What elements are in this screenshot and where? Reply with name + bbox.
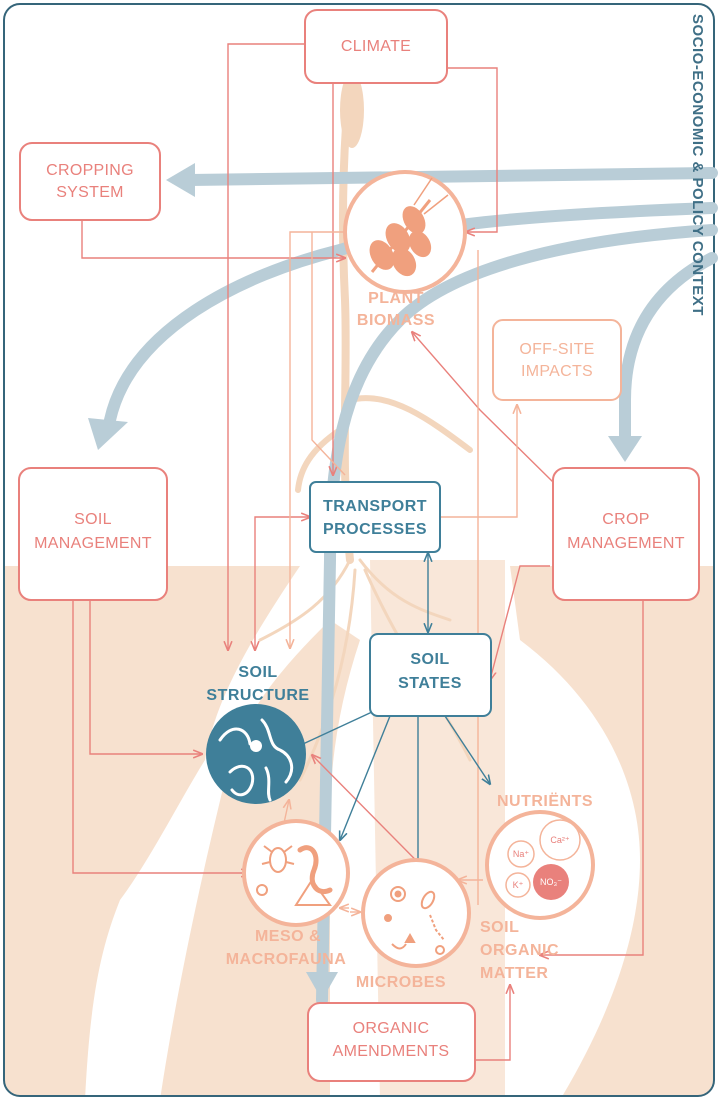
soil-management-label-1: SOIL	[74, 511, 112, 528]
nutrients-label: NUTRIËNTS	[497, 792, 593, 810]
transport-processes-label-2: PROCESSES	[323, 521, 427, 538]
microbes-label: MICROBES	[356, 974, 446, 991]
sodium-ion: Na⁺	[513, 849, 530, 859]
meso-macrofauna-label-1: MESO &	[255, 928, 321, 945]
soil-organic-matter-label-1: SOIL	[480, 919, 519, 936]
meso-macrofauna-node[interactable]: MESO & MACROFAUNA	[226, 819, 350, 968]
soil-management-label-2: MANAGEMENT	[34, 535, 152, 552]
cropping-system-label-1: CROPPING	[46, 162, 134, 179]
nutrients-node[interactable]: NUTRIËNTS Ca²⁺ Na⁺ K⁺ NO₃⁻	[485, 792, 595, 920]
diagram-frame	[3, 3, 715, 1097]
climate-label: CLIMATE	[341, 38, 411, 55]
organic-amendments-label-2: AMENDMENTS	[333, 1043, 450, 1060]
off-site-impacts-label-1: OFF-SITE	[519, 341, 594, 358]
organic-amendments-node[interactable]: ORGANIC AMENDMENTS	[307, 1002, 476, 1082]
plant-biomass-label-2: BIOMASS	[357, 312, 435, 329]
climate-node[interactable]: CLIMATE	[304, 9, 448, 84]
soil-structure-label-2: STRUCTURE	[206, 687, 309, 704]
transport-processes-label-1: TRANSPORT	[323, 498, 427, 515]
fauna-icon	[256, 845, 333, 906]
meso-macrofauna-label-2: MACROFAUNA	[226, 951, 347, 968]
soil-management-node[interactable]: SOIL MANAGEMENT	[18, 467, 168, 601]
transport-processes-node[interactable]: TRANSPORT PROCESSES	[309, 481, 441, 553]
organic-amendments-label-1: ORGANIC	[353, 1020, 430, 1037]
context-label: SOCIO-ECONOMIC & POLICY CONTEXT	[689, 14, 706, 316]
feedback-arrows	[284, 231, 517, 912]
soil-states-node[interactable]: SOIL STATES	[369, 633, 492, 717]
plant-biomass-label-1: PLANT	[368, 290, 424, 307]
soil-states-label-2: STATES	[398, 675, 462, 692]
soil-organic-matter-label-2: ORGANIC	[480, 942, 559, 959]
cropping-system-label-2: SYSTEM	[56, 184, 124, 201]
microbes-node[interactable]: MICROBES	[356, 858, 471, 991]
soil-structure-node[interactable]: SOIL STRUCTURE	[206, 664, 310, 804]
soil-organic-matter-label-3: MATTER	[480, 965, 548, 982]
soil-organic-matter-node[interactable]: SOIL ORGANIC MATTER	[480, 919, 559, 982]
off-site-impacts-label-2: IMPACTS	[521, 363, 593, 380]
wheat-icon	[369, 177, 449, 277]
soil-structure-label-1: SOIL	[238, 664, 277, 681]
cropping-system-node[interactable]: CROPPING SYSTEM	[19, 142, 161, 221]
crop-management-label-1: CROP	[602, 511, 649, 528]
plant-biomass-node[interactable]: PLANT BIOMASS	[343, 170, 467, 329]
soil-pore-icon	[218, 718, 294, 802]
crop-management-label-2: MANAGEMENT	[567, 535, 685, 552]
context-arrowheads	[88, 163, 642, 1000]
crop-management-node[interactable]: CROP MANAGEMENT	[552, 467, 700, 601]
influence-arrows	[72, 43, 644, 1061]
nitrate-ion: NO₃⁻	[540, 877, 562, 887]
calcium-ion: Ca²⁺	[550, 835, 570, 845]
off-site-impacts-node[interactable]: OFF-SITE IMPACTS	[492, 319, 622, 401]
potassium-ion: K⁺	[513, 880, 524, 890]
soil-states-label-1: SOIL	[410, 651, 449, 668]
microbe-icon	[384, 886, 445, 955]
